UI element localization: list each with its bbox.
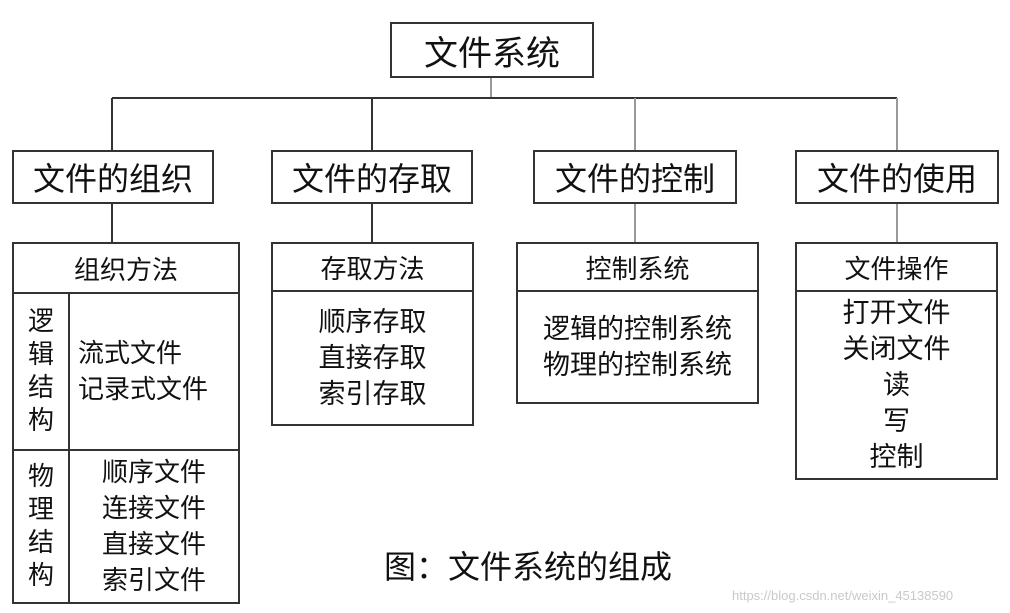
root-label: 文件系统 [424, 33, 560, 74]
detail-header: 文件操作 [797, 244, 996, 292]
detail-organization: 组织方法 逻辑结构 流式文件 记录式文件 物理结构 顺序文件 连接文件 直接文件… [12, 242, 240, 604]
detail-header-label: 控制系统 [585, 254, 690, 285]
list-item: 连接文件 [101, 493, 206, 524]
group-items-logical: 流式文件 记录式文件 [70, 294, 238, 449]
detail-header-label: 存取方法 [320, 254, 425, 285]
list-item: 索引存取 [318, 379, 427, 410]
list-item: 索引文件 [101, 565, 206, 596]
group-label-logical: 逻辑结构 [14, 294, 70, 449]
list-item: 关闭文件 [842, 334, 951, 365]
category-title: 文件的控制 [554, 160, 715, 198]
list-item: 顺序存取 [318, 307, 427, 338]
category-title: 文件的存取 [291, 160, 452, 198]
group-label: 逻辑结构 [27, 306, 54, 436]
list-item: 直接文件 [101, 529, 206, 560]
category-usage: 文件的使用 [795, 150, 999, 204]
list-item: 物理的控制系统 [543, 350, 732, 381]
group-label: 物理结构 [27, 461, 54, 591]
detail-list: 逻辑的控制系统 物理的控制系统 [518, 292, 757, 384]
watermark: https://blog.csdn.net/weixin_45138590 [732, 588, 954, 603]
list-item: 记录式文件 [78, 374, 209, 405]
category-organization: 文件的组织 [12, 150, 214, 204]
group-label-physical: 物理结构 [14, 451, 70, 602]
group-physical: 物理结构 顺序文件 连接文件 直接文件 索引文件 [14, 451, 238, 602]
group-logical: 逻辑结构 流式文件 记录式文件 [14, 294, 238, 451]
detail-access: 存取方法 顺序存取 直接存取 索引存取 [271, 242, 474, 426]
list-item: 打开文件 [842, 298, 951, 329]
category-access: 文件的存取 [271, 150, 473, 204]
list-item: 顺序文件 [101, 457, 206, 488]
detail-header-label: 组织方法 [73, 255, 178, 286]
category-title: 文件的使用 [816, 160, 977, 198]
group-items-physical: 顺序文件 连接文件 直接文件 索引文件 [70, 451, 238, 602]
root-node: 文件系统 [390, 22, 594, 78]
detail-control: 控制系统 逻辑的控制系统 物理的控制系统 [516, 242, 759, 404]
detail-list: 打开文件 关闭文件 读 写 控制 [797, 292, 996, 476]
list-item: 写 [883, 406, 910, 437]
list-item: 直接存取 [318, 343, 427, 374]
detail-header: 控制系统 [518, 244, 757, 292]
list-item: 控制 [869, 442, 924, 473]
figure-caption: 图：文件系统的组成 [384, 548, 673, 586]
detail-header: 存取方法 [273, 244, 472, 292]
category-control: 文件的控制 [533, 150, 737, 204]
detail-header-label: 文件操作 [844, 254, 949, 285]
detail-list: 顺序存取 直接存取 索引存取 [273, 292, 472, 413]
list-item: 读 [883, 370, 910, 401]
category-title: 文件的组织 [32, 160, 193, 198]
list-item: 逻辑的控制系统 [543, 314, 732, 345]
list-item: 流式文件 [78, 338, 183, 369]
detail-usage: 文件操作 打开文件 关闭文件 读 写 控制 [795, 242, 998, 480]
detail-header: 组织方法 [14, 244, 238, 294]
